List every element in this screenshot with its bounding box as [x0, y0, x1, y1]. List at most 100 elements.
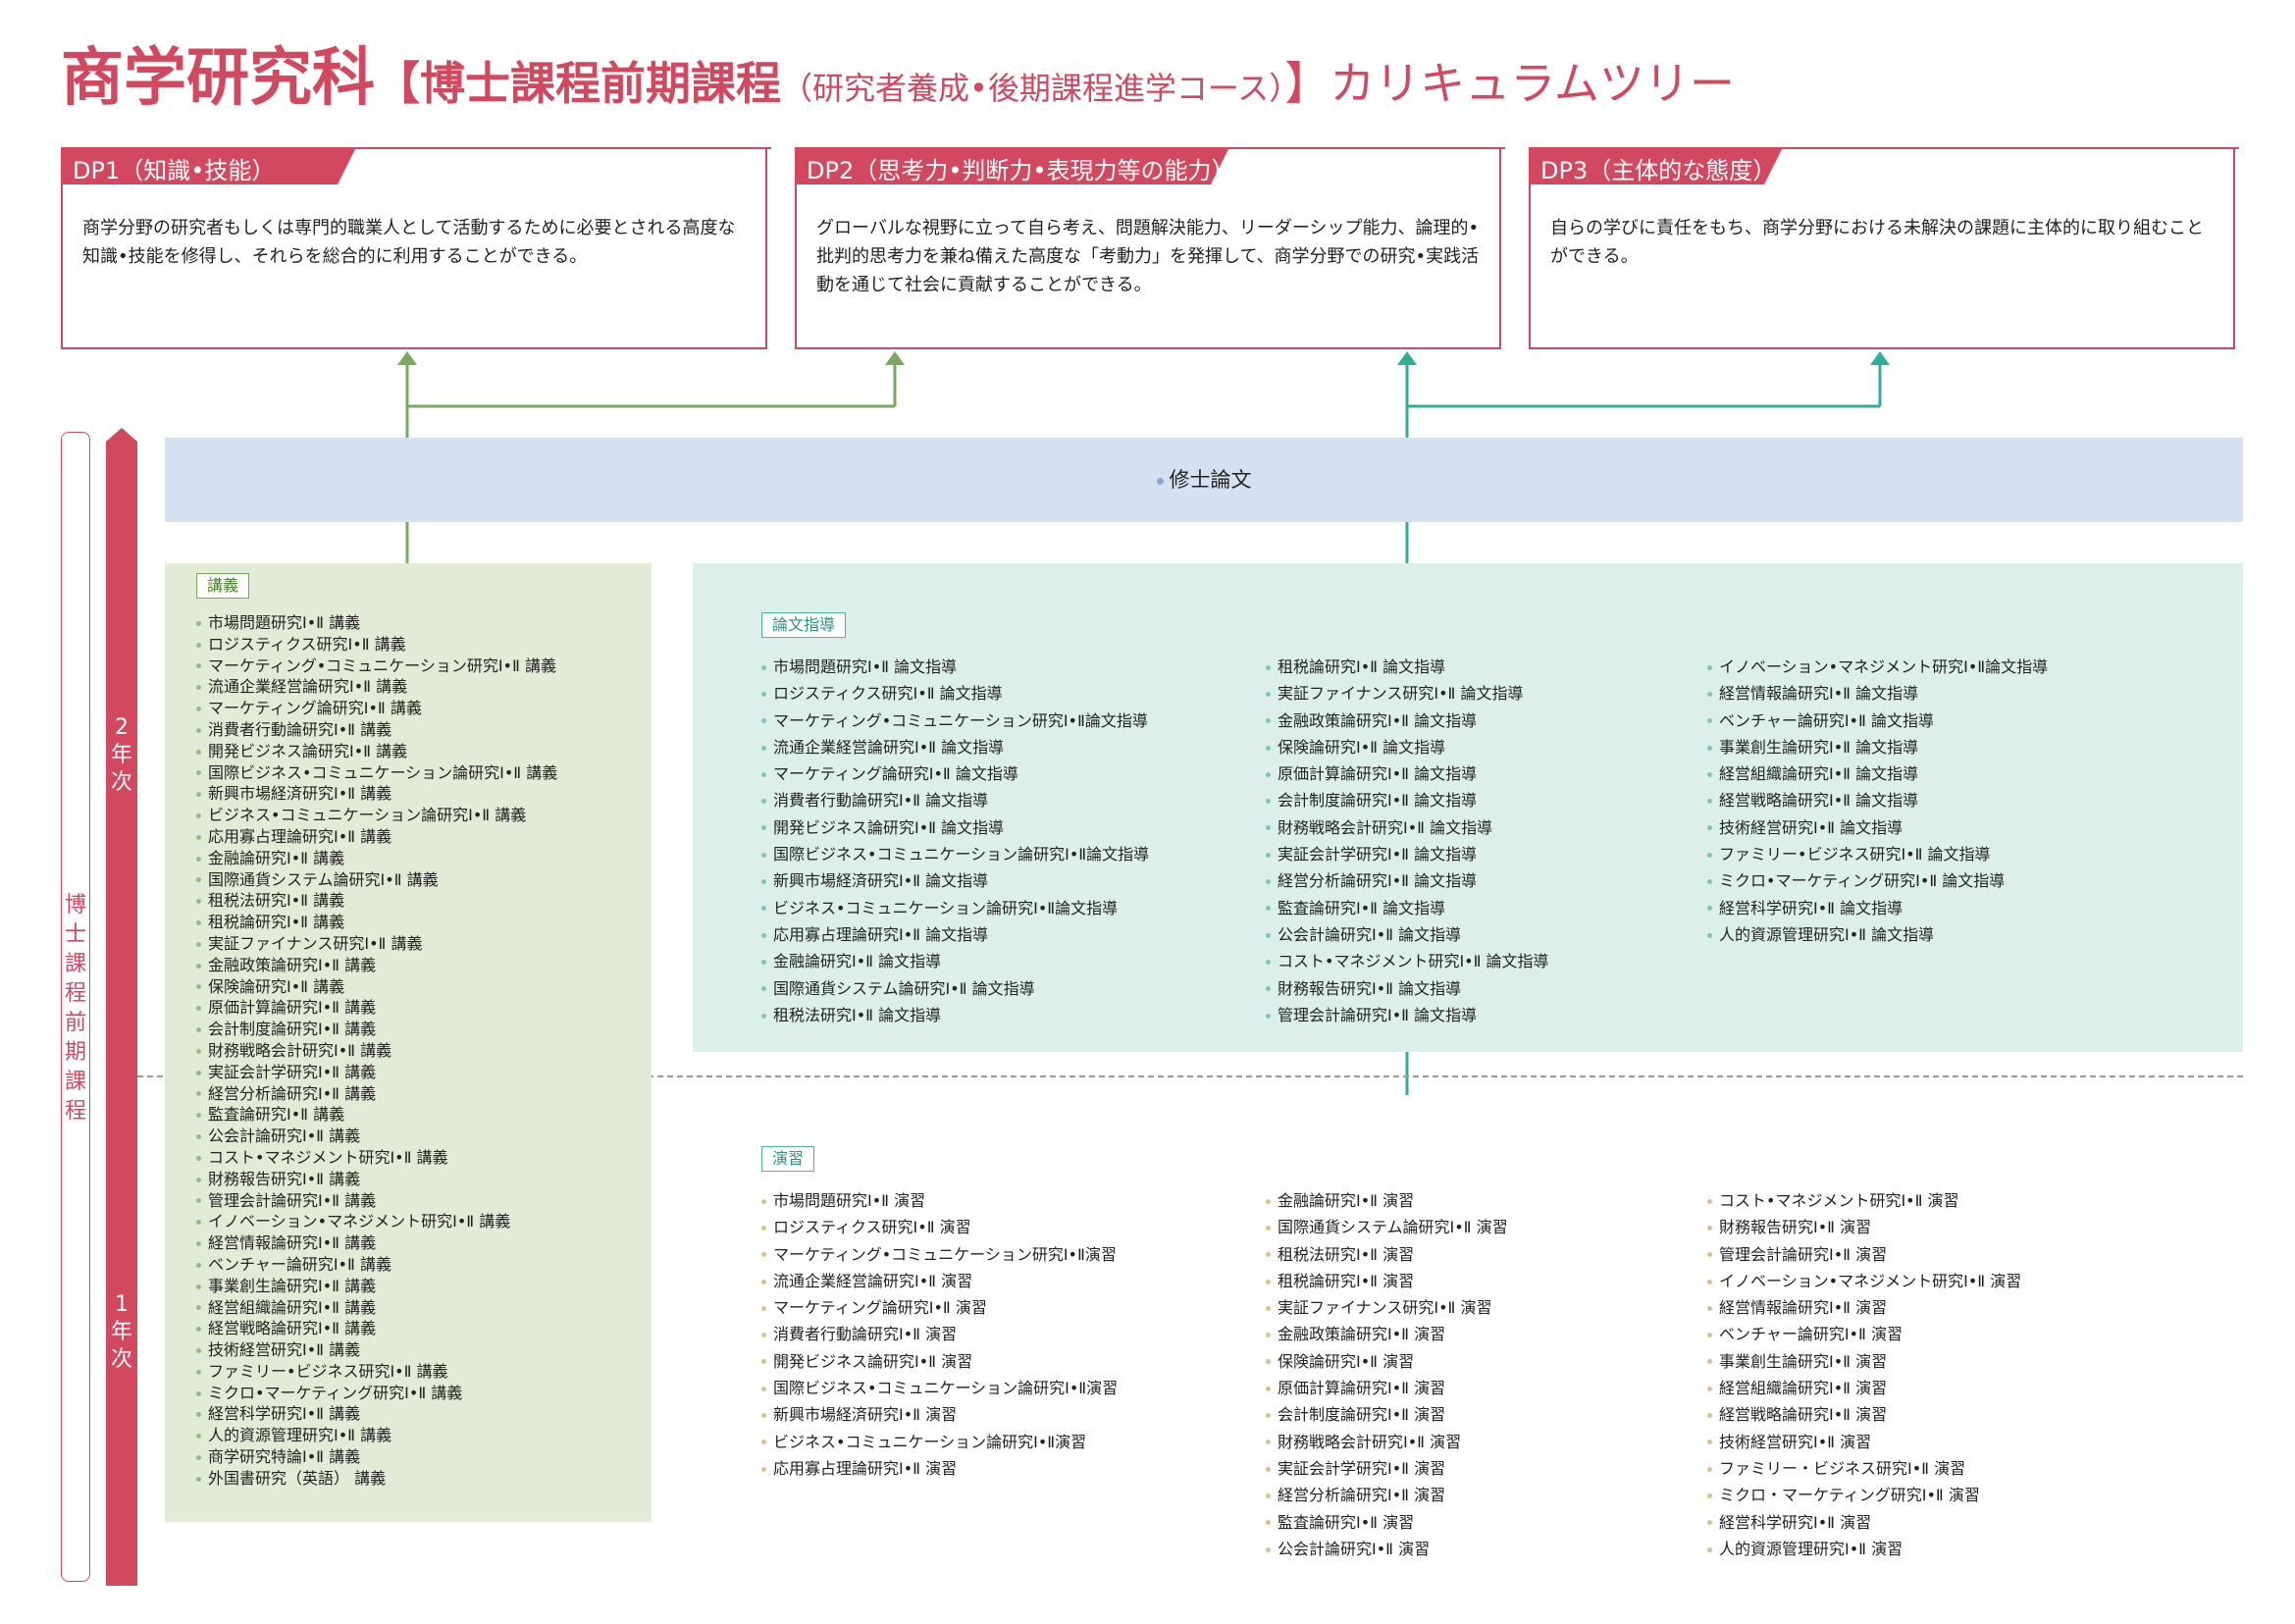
list-item: 国際ビジネス•コミュニケーション論研究Ⅰ•Ⅱ 講義: [196, 762, 557, 784]
year2-label: 2年次: [106, 714, 137, 797]
list-item: ロジスティクス研究Ⅰ•Ⅱ 論文指導: [761, 680, 1149, 707]
guidance-panel: 論文指導 市場問題研究Ⅰ•Ⅱ 論文指導ロジスティクス研究Ⅰ•Ⅱ 論文指導マーケテ…: [693, 563, 2243, 1052]
list-item: 原価計算論研究Ⅰ•Ⅱ 演習: [1266, 1375, 1508, 1401]
title-suffix: 】カリキュラムツリー: [1284, 57, 1735, 110]
list-item: ビジネス•コミュニケーション論研究Ⅰ•Ⅱ論文指導: [761, 895, 1149, 921]
list-item: 租税論研究Ⅰ•Ⅱ 論文指導: [1266, 654, 1549, 680]
list-item: 金融政策論研究Ⅰ•Ⅱ 論文指導: [1266, 707, 1549, 734]
list-item: コスト•マネジメント研究Ⅰ•Ⅱ 論文指導: [1266, 948, 1549, 974]
list-item: 会計制度論研究Ⅰ•Ⅱ 講義: [196, 1019, 557, 1040]
list-item: ミクロ•マーケティング研究Ⅰ•Ⅱ 講義: [196, 1383, 557, 1404]
list-item: 金融論研究Ⅰ•Ⅱ 講義: [196, 848, 557, 869]
list-item: 経営情報論研究Ⅰ•Ⅱ 講義: [196, 1232, 557, 1254]
list-item: 租税法研究Ⅰ•Ⅱ 講義: [196, 890, 557, 912]
dp2-label: DP2（思考力•判断力•表現力等の能力）: [807, 157, 1235, 184]
list-item: マーケティング•コミュニケーション研究Ⅰ•Ⅱ演習: [761, 1241, 1118, 1268]
list-item: 公会計論研究Ⅰ•Ⅱ 講義: [196, 1126, 557, 1147]
seminar-tag: 演習: [761, 1146, 815, 1172]
guidance-column-2: 租税論研究Ⅰ•Ⅱ 論文指導実証ファイナンス研究Ⅰ•Ⅱ 論文指導金融政策論研究Ⅰ•…: [1266, 654, 1549, 1028]
list-item: 消費者行動論研究Ⅰ•Ⅱ 講義: [196, 719, 557, 741]
list-item: ベンチャー論研究Ⅰ•Ⅱ 演習: [1707, 1321, 2021, 1347]
list-item: 経営科学研究Ⅰ•Ⅱ 論文指導: [1707, 895, 2048, 921]
list-item: 財務報告研究Ⅰ•Ⅱ 論文指導: [1266, 975, 1549, 1002]
year2-text: 2年次: [111, 715, 133, 795]
thesis-band: 修士論文: [165, 438, 2243, 522]
list-item: 市場問題研究Ⅰ•Ⅱ 演習: [761, 1187, 1118, 1214]
dp2-description: グローバルな視野に立って自ら考え、問題解決能力、リーダーシップ能力、論理的•批判…: [816, 218, 1480, 295]
list-item: コスト•マネジメント研究Ⅰ•Ⅱ 講義: [196, 1147, 557, 1169]
list-item: 金融論研究Ⅰ•Ⅱ 論文指導: [761, 948, 1149, 974]
list-item: 技術経営研究Ⅰ•Ⅱ 講義: [196, 1339, 557, 1361]
list-item: 財務報告研究Ⅰ•Ⅱ 講義: [196, 1169, 557, 1190]
list-item: 技術経営研究Ⅰ•Ⅱ 論文指導: [1707, 814, 2048, 841]
list-item: 経営戦略論研究Ⅰ•Ⅱ 論文指導: [1707, 787, 2048, 813]
list-item: 実証ファイナンス研究Ⅰ•Ⅱ 論文指導: [1266, 680, 1549, 707]
dp3-box: DP3（主体的な態度） 自らの学びに責任をもち、商学分野における未解決の課題に主…: [1529, 147, 2239, 349]
list-item: 応用寡占理論研究Ⅰ•Ⅱ 論文指導: [761, 921, 1149, 948]
year-divider: [137, 1075, 2243, 1077]
list-item: コスト•マネジメント研究Ⅰ•Ⅱ 演習: [1707, 1187, 2021, 1214]
list-item: 経営分析論研究Ⅰ•Ⅱ 演習: [1266, 1482, 1508, 1508]
list-item: 開発ビジネス論研究Ⅰ•Ⅱ 講義: [196, 741, 557, 762]
list-item: イノベーション•マネジメント研究Ⅰ•Ⅱ 講義: [196, 1211, 557, 1232]
list-item: 応用寡占理論研究Ⅰ•Ⅱ 演習: [761, 1455, 1118, 1482]
list-item: 監査論研究Ⅰ•Ⅱ 講義: [196, 1104, 557, 1126]
list-item: 市場問題研究Ⅰ•Ⅱ 講義: [196, 612, 557, 634]
list-item: 原価計算論研究Ⅰ•Ⅱ 論文指導: [1266, 760, 1549, 787]
list-item: 経営科学研究Ⅰ•Ⅱ 演習: [1707, 1509, 2021, 1536]
dp3-header: DP3（主体的な態度）: [1529, 147, 2239, 184]
list-item: 人的資源管理研究Ⅰ•Ⅱ 講義: [196, 1425, 557, 1446]
list-item: 人的資源管理研究Ⅰ•Ⅱ 論文指導: [1707, 921, 2048, 948]
list-item: 実証会計学研究Ⅰ•Ⅱ 講義: [196, 1062, 557, 1083]
list-item: 租税論研究Ⅰ•Ⅱ 演習: [1266, 1268, 1508, 1294]
bullet-icon: [1156, 477, 1164, 485]
dp2-header: DP2（思考力•判断力•表現力等の能力）: [795, 147, 1505, 184]
list-item: 実証ファイナンス研究Ⅰ•Ⅱ 講義: [196, 933, 557, 955]
title-program: 【博士課程前期課程: [375, 57, 781, 110]
dp2-box: DP2（思考力•判断力•表現力等の能力） グローバルな視野に立って自ら考え、問題…: [795, 147, 1505, 349]
seminar-column-3: コスト•マネジメント研究Ⅰ•Ⅱ 演習財務報告研究Ⅰ•Ⅱ 演習管理会計論研究Ⅰ•Ⅱ…: [1707, 1187, 2021, 1562]
list-item: マーケティング•コミュニケーション研究Ⅰ•Ⅱ論文指導: [761, 707, 1149, 734]
list-item: 経営科学研究Ⅰ•Ⅱ 講義: [196, 1403, 557, 1425]
list-item: 租税法研究Ⅰ•Ⅱ 演習: [1266, 1241, 1508, 1268]
list-item: 新興市場経済研究Ⅰ•Ⅱ 講義: [196, 783, 557, 805]
list-item: 経営情報論研究Ⅰ•Ⅱ 演習: [1707, 1294, 2021, 1321]
list-item: 技術経営研究Ⅰ•Ⅱ 演習: [1707, 1429, 2021, 1455]
list-item: 事業創生論研究Ⅰ•Ⅱ 演習: [1707, 1348, 2021, 1375]
list-item: 管理会計論研究Ⅰ•Ⅱ 演習: [1707, 1241, 2021, 1268]
list-item: マーケティング論研究Ⅰ•Ⅱ 演習: [761, 1294, 1118, 1321]
guidance-column-3: イノベーション•マネジメント研究Ⅰ•Ⅱ論文指導経営情報論研究Ⅰ•Ⅱ 論文指導ベン…: [1707, 654, 2048, 948]
list-item: 経営組織論研究Ⅰ•Ⅱ 演習: [1707, 1375, 2021, 1401]
list-item: 国際通貨システム論研究Ⅰ•Ⅱ 演習: [1266, 1214, 1508, 1240]
list-item: 外国書研究（英語） 講義: [196, 1468, 557, 1490]
list-item: 監査論研究Ⅰ•Ⅱ 論文指導: [1266, 895, 1549, 921]
list-item: 金融政策論研究Ⅰ•Ⅱ 演習: [1266, 1321, 1508, 1347]
list-item: 流通企業経営論研究Ⅰ•Ⅱ 演習: [761, 1268, 1118, 1294]
dp1-header-bg: [61, 147, 771, 184]
thesis-label: 修士論文: [165, 438, 2243, 522]
list-item: 公会計論研究Ⅰ•Ⅱ 演習: [1266, 1536, 1508, 1562]
list-item: 新興市場経済研究Ⅰ•Ⅱ 論文指導: [761, 867, 1149, 894]
list-item: 財務戦略会計研究Ⅰ•Ⅱ 論文指導: [1266, 814, 1549, 841]
thesis-text: 修士論文: [1169, 468, 1252, 492]
list-item: 租税法研究Ⅰ•Ⅱ 論文指導: [761, 1002, 1149, 1028]
list-item: マーケティング論研究Ⅰ•Ⅱ 講義: [196, 698, 557, 719]
list-item: 経営戦略論研究Ⅰ•Ⅱ 演習: [1707, 1401, 2021, 1428]
list-item: 経営組織論研究Ⅰ•Ⅱ 論文指導: [1707, 760, 2048, 787]
guidance-tag: 論文指導: [761, 612, 847, 638]
list-item: 金融論研究Ⅰ•Ⅱ 演習: [1266, 1187, 1508, 1214]
guidance-column-1: 市場問題研究Ⅰ•Ⅱ 論文指導ロジスティクス研究Ⅰ•Ⅱ 論文指導マーケティング•コ…: [761, 654, 1149, 1028]
list-item: 開発ビジネス論研究Ⅰ•Ⅱ 論文指導: [761, 814, 1149, 841]
list-item: 国際ビジネス•コミュニケーション論研究Ⅰ•Ⅱ論文指導: [761, 841, 1149, 867]
list-item: 事業創生論研究Ⅰ•Ⅱ 論文指導: [1707, 734, 2048, 760]
dp3-label: DP3（主体的な態度）: [1540, 157, 1777, 184]
list-item: 市場問題研究Ⅰ•Ⅱ 論文指導: [761, 654, 1149, 680]
list-item: 経営情報論研究Ⅰ•Ⅱ 論文指導: [1707, 680, 2048, 707]
list-item: ミクロ・マーケティング研究Ⅰ•Ⅱ 演習: [1707, 1482, 2021, 1508]
list-item: 経営組織論研究Ⅰ•Ⅱ 講義: [196, 1297, 557, 1319]
list-item: 応用寡占理論研究Ⅰ•Ⅱ 講義: [196, 826, 557, 848]
list-item: 人的資源管理研究Ⅰ•Ⅱ 演習: [1707, 1536, 2021, 1562]
list-item: 消費者行動論研究Ⅰ•Ⅱ 論文指導: [761, 787, 1149, 813]
list-item: 消費者行動論研究Ⅰ•Ⅱ 演習: [761, 1321, 1118, 1347]
